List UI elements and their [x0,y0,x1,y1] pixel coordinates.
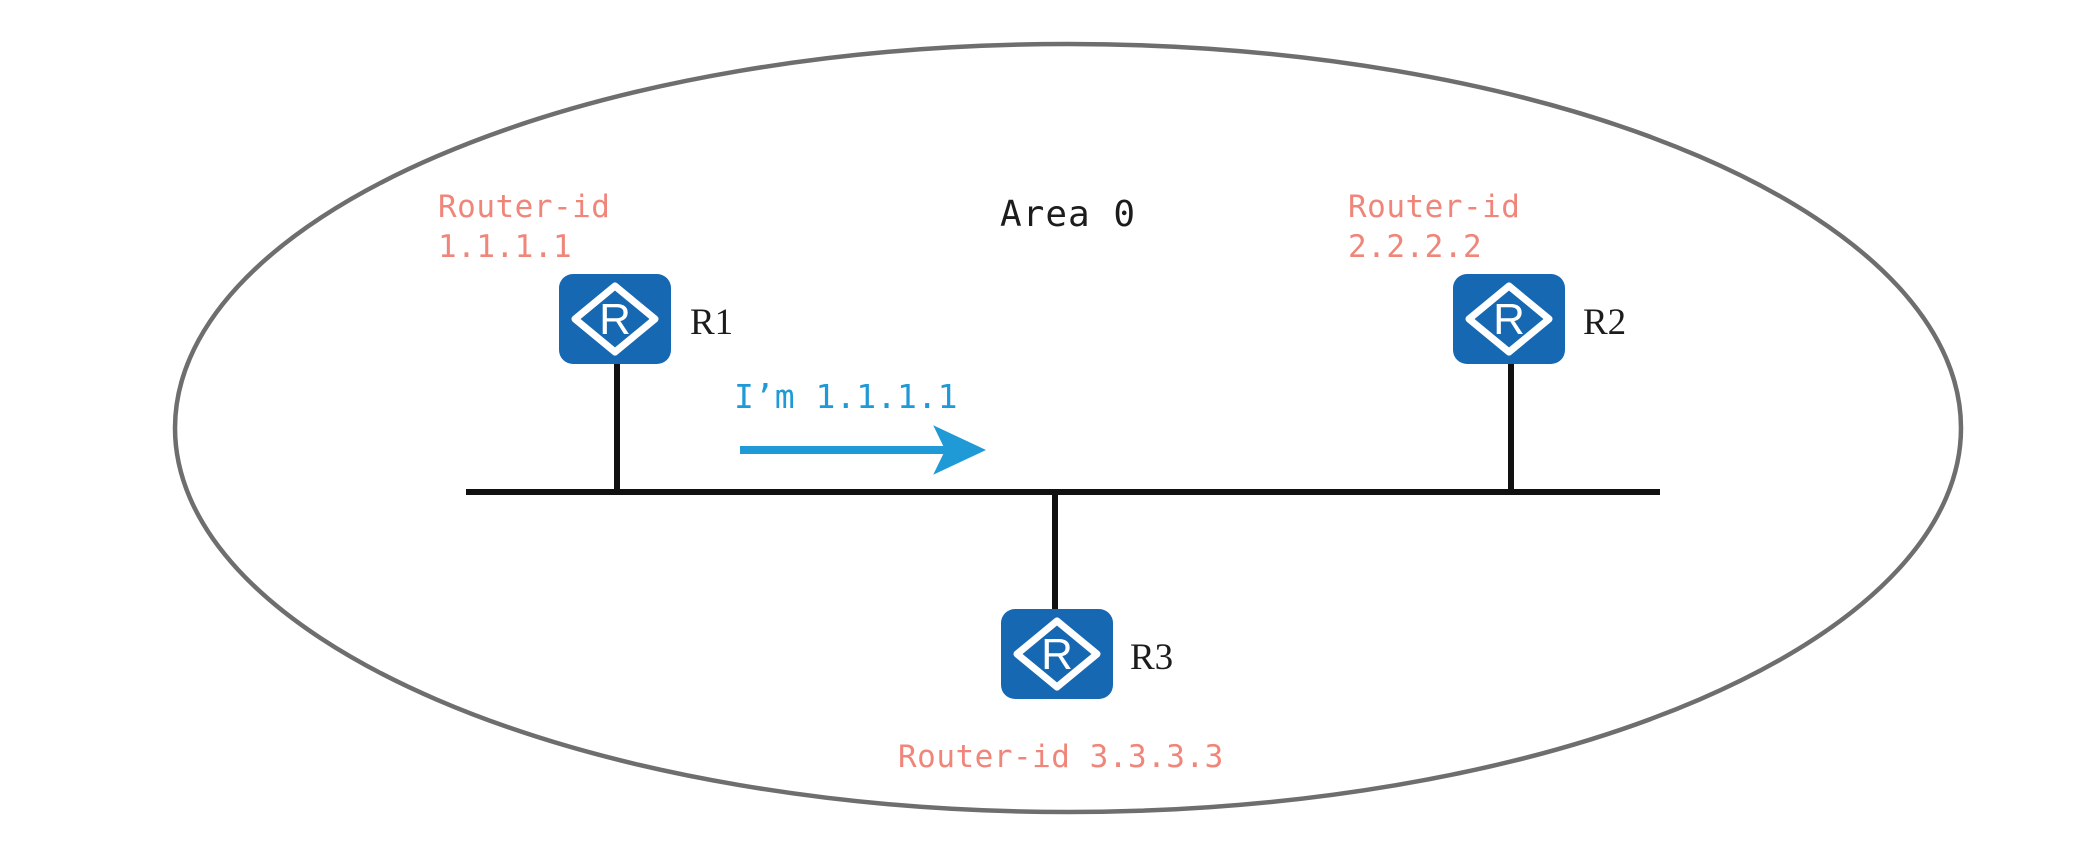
router-name-label-r2: R2 [1583,302,1627,343]
area-boundary-ellipse [172,41,1964,815]
area-label: Area 0 [1000,194,1137,235]
router-icon-r2[interactable] [1453,274,1565,364]
router-id-label-r2: Router-id 2.2.2.2 [1348,189,1521,265]
router-id-label-r3: Router-id 3.3.3.3 [898,739,1224,775]
router-icon-r3[interactable] [1001,609,1113,699]
router-name-label-r1: R1 [690,302,734,343]
router-id-label-r1: Router-id 1.1.1.1 [438,189,611,265]
router-name-label-r3: R3 [1130,637,1174,678]
hello-packet-label: I’m 1.1.1.1 [734,377,959,416]
router-icon-r1[interactable] [559,274,671,364]
